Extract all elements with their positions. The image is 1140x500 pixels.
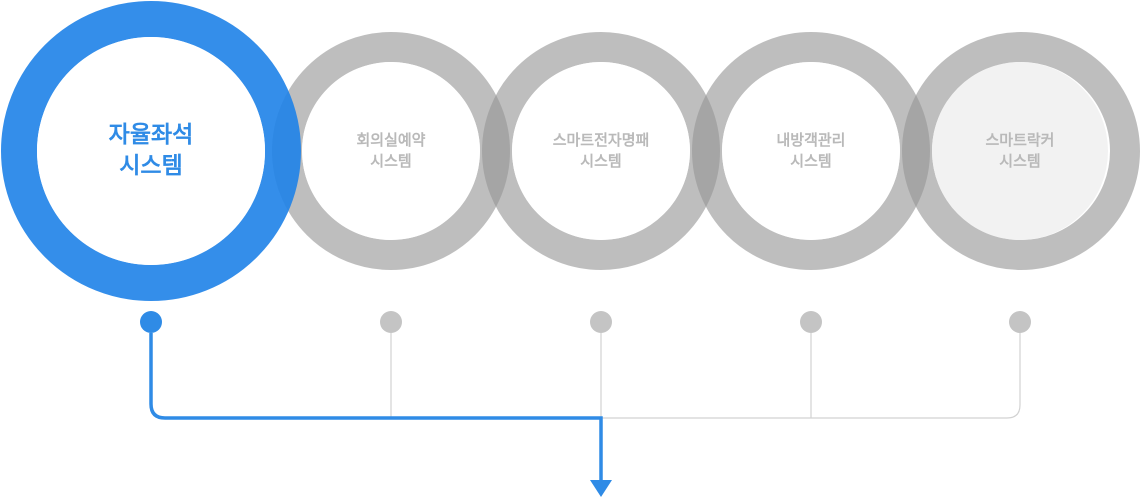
node-label-line1: 회의실예약 [356,131,426,149]
connector-dot-system-5 [1009,311,1031,333]
node-system-3[interactable]: 스마트전자명패 시스템 [512,62,690,240]
node-system-4[interactable]: 내방객관리 시스템 [722,62,900,240]
node-label-line1: 스마트전자명패 [552,131,650,149]
connector-dot-system-2 [380,311,402,333]
connector-dot-system-3 [590,311,612,333]
connector-dot-system-4 [800,311,822,333]
node-label-line2: 시스템 [580,152,622,170]
node-label-line2: 시스템 [790,152,832,170]
node-label-line2: 시스템 [119,153,183,179]
node-label-line2: 시스템 [370,152,412,170]
node-system-5[interactable]: 스마트락커 시스템 [932,62,1108,240]
gray-connector-path [390,333,1021,419]
node-label-line1: 스마트락커 [985,131,1055,149]
node-label-line2: 시스템 [999,152,1041,170]
arrow-head-icon [590,480,612,497]
node-label-line1: 내방객관리 [776,131,846,149]
node-system-2[interactable]: 회의실예약 시스템 [302,62,480,240]
node-label-line1: 자율좌석 [108,122,194,148]
blue-connector-path [149,333,603,480]
connector-dot-system-1 [140,311,162,333]
node-system-1[interactable]: 자율좌석 시스템 [37,37,265,265]
